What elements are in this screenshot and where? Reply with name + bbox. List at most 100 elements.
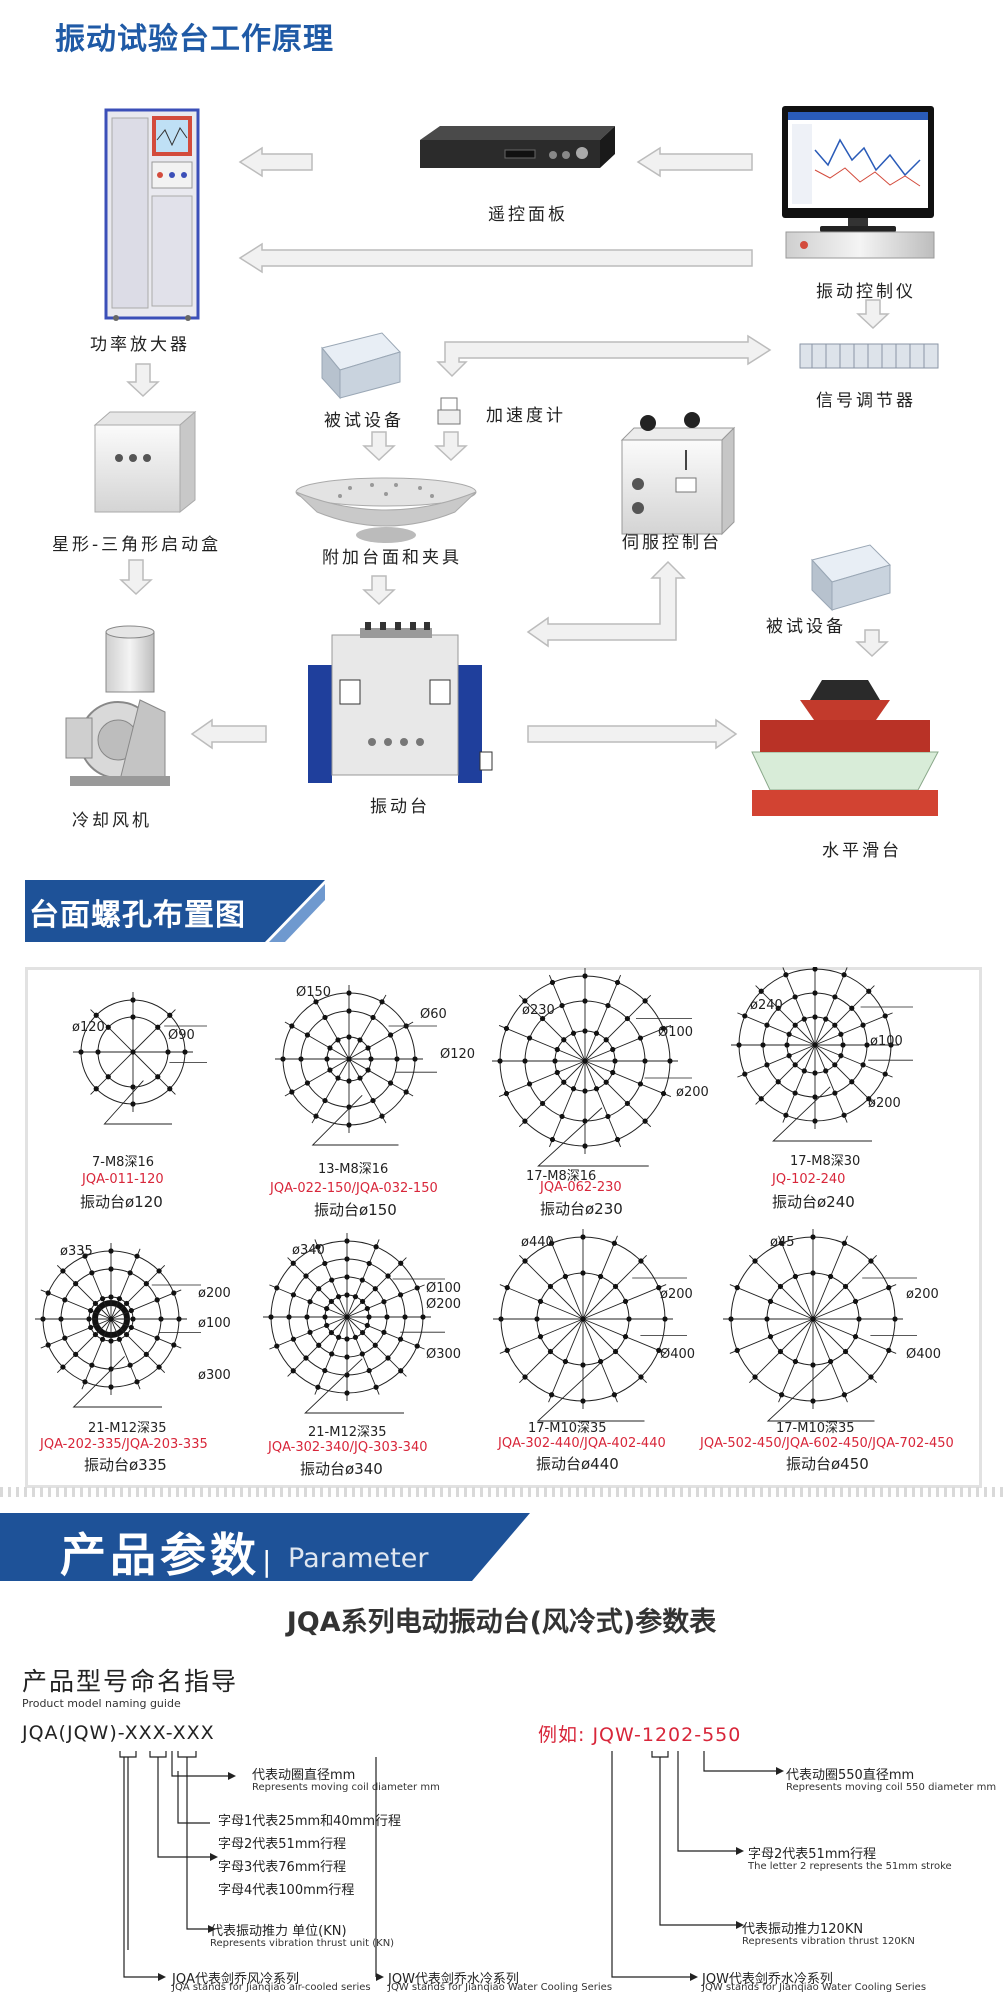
bolt-hole [327,1067,333,1073]
bolt-hole [108,1338,114,1344]
bolt-hole [860,1022,866,1028]
bolt-hole [290,1336,297,1342]
bolt-hole [777,1348,784,1355]
bolt-hole [832,1062,838,1068]
bolt-hole [45,1342,51,1348]
bolt-hole [611,1240,617,1246]
section-banner-holes: 台面螺孔布置图 [25,880,325,942]
bolt-hole [134,1379,140,1385]
bolt-hole [324,1305,330,1312]
label-remote-panel: 遥控面板 [488,205,568,225]
power-amplifier-image [104,108,200,321]
bolt-hole [742,1013,748,1019]
d6-label-b: Ø100 [426,1281,462,1296]
bolt-hole [612,1283,619,1290]
bolt-hole [289,1023,295,1029]
bolt-hole [838,1031,844,1037]
d8-label-b: ø200 [906,1287,939,1302]
bolt-hole [328,1329,335,1336]
bolt-hole [385,1355,391,1361]
bolt-hole [108,1248,114,1254]
bolt-hole [656,1285,662,1291]
bolt-hole [832,994,838,1000]
bolt-hole [373,1384,379,1390]
bolt-hole [397,1336,404,1342]
bolt-hole [786,1053,792,1059]
bolt-hole [398,1260,404,1266]
bolt-hole [322,1097,328,1104]
bolt-hole [886,1347,892,1353]
d1-label-a: ø120 [72,1020,105,1035]
spoke [548,974,586,1062]
bolt-hole [612,1348,619,1355]
bolt-hole [62,1297,68,1303]
bolt-hole [537,1334,544,1340]
bolt-hole [580,1234,586,1240]
bolt-hole [359,1351,365,1357]
bolt-hole [864,1042,870,1048]
bolt-hole [286,1314,292,1320]
bolt-hole [304,1080,311,1086]
bolt-hole [322,1260,328,1267]
d2-model: JQA-022-150/JQA-032-150 [270,1181,438,1196]
bolt-hole [73,1351,79,1357]
bolt-hole [329,1351,335,1357]
bolt-hole [156,1268,162,1274]
bolt-hole [539,1015,546,1022]
bolt-hole [767,1298,774,1304]
bolt-hole [783,1112,789,1118]
bolt-hole [758,988,764,994]
spoke [737,1012,816,1046]
bolt-hole [562,1273,568,1280]
bolt-hole [660,1090,667,1097]
bolt-hole [792,1022,798,1028]
bolt-hole [344,1372,350,1378]
bolt-hole [116,1296,123,1302]
bolt-hole [828,1273,834,1280]
bolt-hole [82,1253,88,1259]
bolt-hole [381,1299,387,1305]
bolt-hole [155,1024,161,1030]
d2-label-a: Ø150 [296,985,332,1000]
label-shaker: 振动台 [370,797,430,817]
bolt-hole [561,1037,567,1043]
bolt-hole [792,1062,798,1068]
bolt-hole [82,1379,88,1385]
right-coil-zh: 代表动圈550直径mm [786,1768,915,1783]
spoke [814,1012,893,1046]
bolt-hole [60,1364,66,1370]
d8-holes: 17-M10深35 [776,1421,855,1436]
bolt-hole [549,1136,556,1143]
bolt-hole [660,1025,667,1032]
bolt-hole [779,1392,785,1398]
spoke [814,1044,893,1078]
bolt-hole [335,1294,342,1300]
bolt-hole [810,1270,816,1276]
bolt-hole [764,1316,770,1322]
bolt-hole [60,1268,66,1274]
bolt-hole [856,1316,862,1322]
bolt-hole [838,1053,844,1059]
bolt-hole [614,979,621,986]
spoke [755,985,816,1046]
bolt-hole [534,1316,540,1322]
d5-name: 振动台ø335 [84,1456,167,1474]
spoke [348,1058,414,1097]
bolt-hole [786,1031,792,1037]
bolt-hole [274,1285,280,1291]
bolt-hole [73,1281,79,1287]
spoke [348,994,387,1060]
hole-callout-leader [304,1358,404,1414]
spoke [548,1060,586,1148]
bolt-hole [777,1283,784,1290]
bolt-hole [812,1094,818,1100]
bolt-hole [335,1075,341,1081]
bolt-hole [344,1336,350,1342]
bolt-hole [344,1238,350,1244]
parameter-title-zh: 产品参数 [60,1528,260,1582]
bolt-hole [176,1316,182,1322]
bolt-hole [582,1028,588,1034]
center-hole [346,1056,352,1062]
servo-console-image [620,412,736,536]
bolt-hole [792,994,798,1000]
